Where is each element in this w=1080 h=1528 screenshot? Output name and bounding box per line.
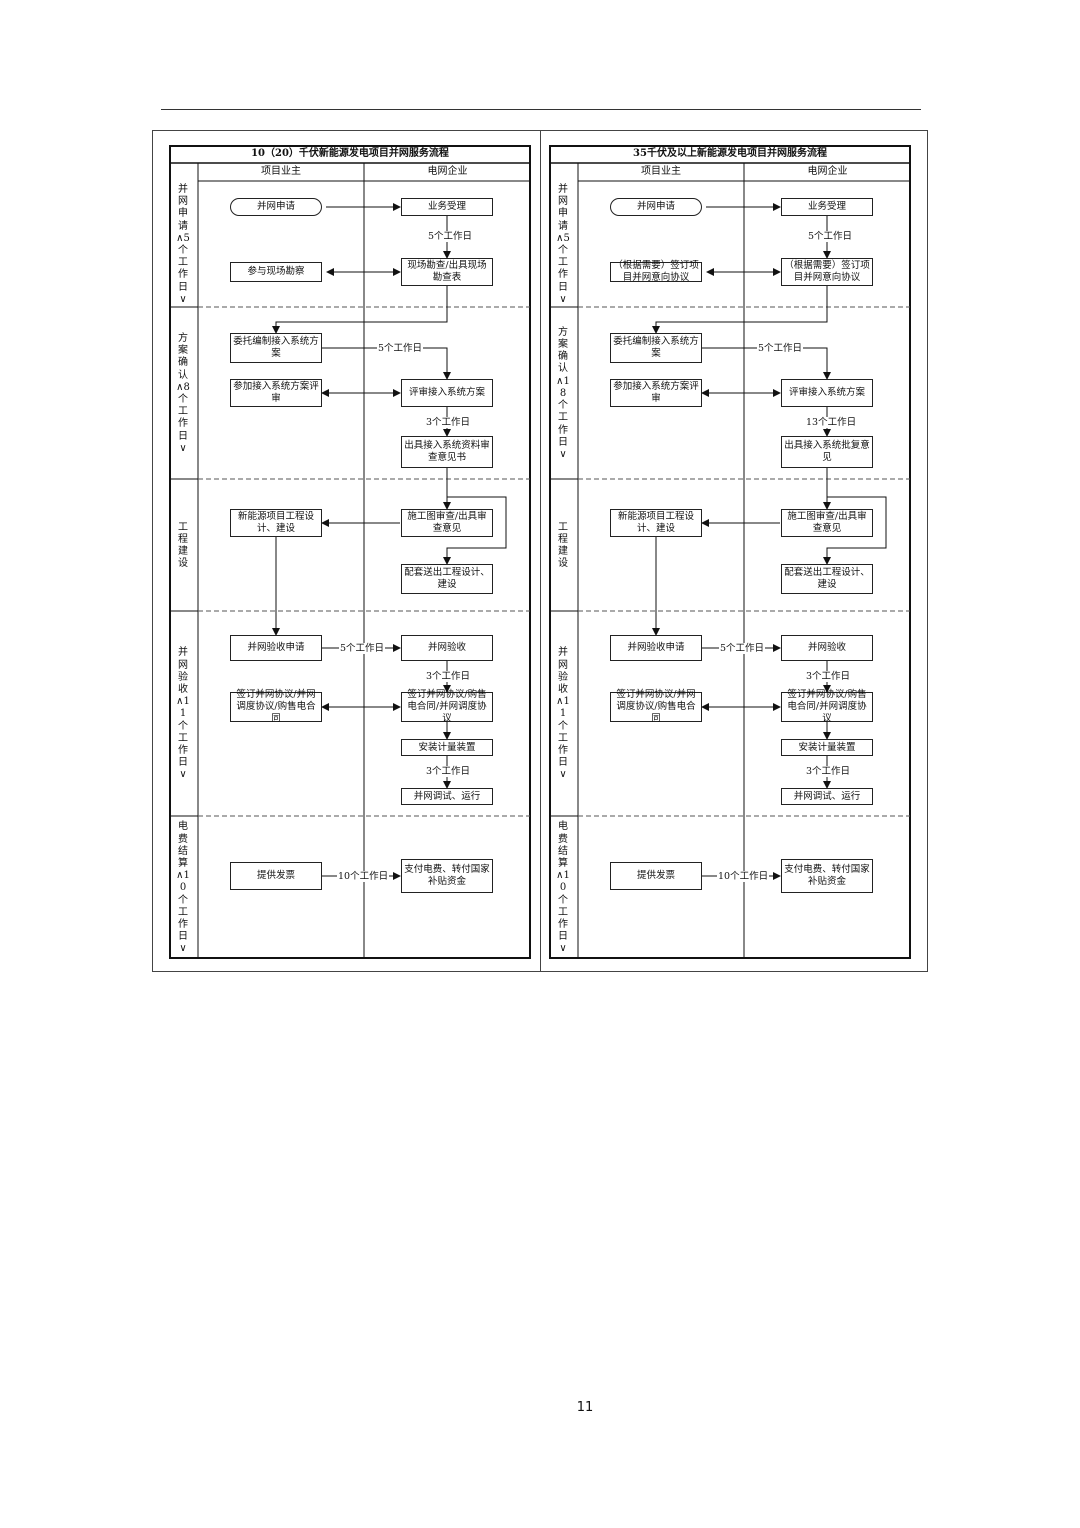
step-sign-owner: 签订并网协议/并网调度协议/购售电合同 [230,689,322,724]
step-entrust: 委托编制接入系统方案 [230,333,322,363]
step-site-survey: 现场勘查/出具现场勘查表 [401,258,493,286]
duration-label: 5个工作日 [719,643,766,654]
step-pay: 支付电费、转付国家补贴资金 [401,859,493,893]
phase-cell: 并网申请∧5个工作日∨ [556,183,570,305]
step-run: 并网调试、运行 [781,788,873,805]
step-review-join: 参加接入系统方案评审 [610,379,702,407]
phase-label: 电费结算∧10个工作日∨ [556,821,570,955]
phase-label: 并网验收∧11个工作日∨ [176,647,190,781]
lane-header-grid: 电网企业 [427,166,468,177]
lane-header-owner: 项目业主 [261,166,301,177]
phase-cell: 电费结算∧10个工作日∨ [556,820,570,957]
step-invoice: 提供发票 [610,862,702,890]
duration-label: 3个工作日 [805,671,852,682]
step-apply: 并网申请 [610,198,702,216]
phase-cell: 方案确认∧18个工作日∨ [556,311,570,477]
step-sign-owner: 签订并网协议/并网调度协议/购售电合同 [610,689,702,724]
step-review: 评审接入系统方案 [401,379,493,407]
phase-label: 方案确认∧8个工作日∨ [176,332,190,454]
step-apply: 并网申请 [230,198,322,216]
duration-label: 3个工作日 [425,671,472,682]
step-drawing: 施工图审查/出具审查意见 [401,509,493,537]
flowchart-title: 10（20）千伏新能源发电项目并网服务流程 [251,148,449,159]
phase-label: 工程建设 [178,521,188,570]
step-entrust: 委托编制接入系统方案 [610,333,702,363]
phase-cell: 工程建设 [556,483,570,609]
flowchart-title: 35千伏及以上新能源发电项目并网服务流程 [633,148,827,159]
step-site-join: 参与现场勘察 [230,262,322,282]
step-sign-grid: 签订并网协议/购售电合同/并网调度协议 [781,689,873,724]
phase-cell: 方案确认∧8个工作日∨ [176,311,190,477]
phase-label: 方案确认∧18个工作日∨ [556,326,570,460]
step-build: 新能源项目工程设计、建设 [230,509,322,537]
step-run: 并网调试、运行 [401,788,493,805]
phase-cell: 并网验收∧11个工作日∨ [176,615,190,814]
duration-label: 5个工作日 [807,231,854,242]
duration-label: 10个工作日 [717,871,770,882]
step-invoice: 提供发票 [230,862,322,890]
step-opinion: 出具接入系统资料审查意见书 [401,436,493,468]
phase-cell: 并网申请∧5个工作日∨ [176,183,190,305]
step-opinion: 出具接入系统批复意见 [781,436,873,468]
duration-label: 3个工作日 [425,766,472,777]
step-site-join: （根据需要）签订项目并网意向协议 [610,260,702,283]
step-meter: 安装计量装置 [781,739,873,756]
duration-label: 10个工作日 [337,871,390,882]
phase-label: 并网验收∧11个工作日∨ [556,647,570,781]
step-acc-apply: 并网验收申请 [230,635,322,661]
duration-label: 5个工作日 [757,343,804,354]
duration-label: 3个工作日 [425,417,472,428]
page-number: 11 [576,1400,594,1415]
panel-divider [540,130,541,972]
phase-cell: 电费结算∧10个工作日∨ [176,820,190,957]
phase-label: 并网申请∧5个工作日∨ [556,183,570,305]
phase-cell: 并网验收∧11个工作日∨ [556,615,570,814]
step-accept: 业务受理 [401,198,493,216]
step-build: 新能源项目工程设计、建设 [610,509,702,537]
phase-label: 电费结算∧10个工作日∨ [176,821,190,955]
duration-label: 5个工作日 [339,643,386,654]
left-flow-lines [169,145,531,959]
step-site-survey: （根据需要）签订项目并网意向协议 [781,258,873,286]
right-flow-lines [549,145,911,959]
phase-label: 并网申请∧5个工作日∨ [176,183,190,305]
step-review-join: 参加接入系统方案评审 [230,379,322,407]
duration-label: 13个工作日 [805,417,858,428]
header-rule [161,109,921,110]
lane-header-owner: 项目业主 [641,166,681,177]
phase-cell: 工程建设 [176,483,190,609]
duration-label: 5个工作日 [427,231,474,242]
step-acc: 并网验收 [781,635,873,661]
step-pay: 支付电费、转付国家补贴资金 [781,859,873,893]
lane-header-grid: 电网企业 [807,166,848,177]
step-sign-grid: 签订并网协议/购售电合同/并网调度协议 [401,689,493,724]
step-meter: 安装计量装置 [401,739,493,756]
duration-label: 5个工作日 [377,343,424,354]
step-acc: 并网验收 [401,635,493,661]
step-acc-apply: 并网验收申请 [610,635,702,661]
duration-label: 3个工作日 [805,766,852,777]
step-drawing: 施工图审查/出具审查意见 [781,509,873,537]
step-review: 评审接入系统方案 [781,379,873,407]
step-supporting: 配套送出工程设计、建设 [401,564,493,594]
phase-label: 工程建设 [558,521,568,570]
step-accept: 业务受理 [781,198,873,216]
step-supporting: 配套送出工程设计、建设 [781,564,873,594]
